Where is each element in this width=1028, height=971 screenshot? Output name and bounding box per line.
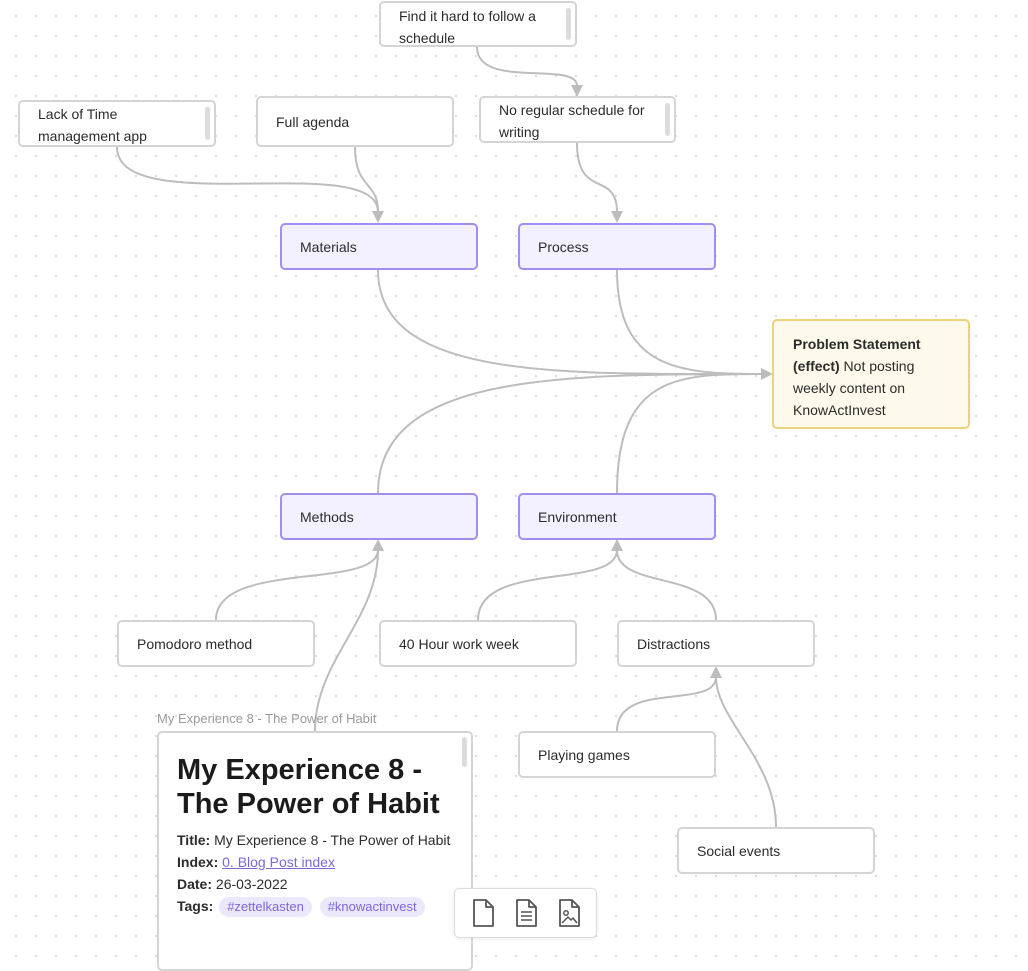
- node-methods[interactable]: Methods: [280, 493, 478, 540]
- node-label: Find it hard to follow a schedule: [399, 8, 536, 46]
- node-label: No regular schedule for writing: [499, 102, 645, 140]
- edge-materials-to-problem: [377, 269, 763, 376]
- canvas-toolbar: [454, 888, 597, 938]
- index-key: Index:: [177, 854, 219, 870]
- node-scrollbar[interactable]: [665, 103, 670, 136]
- node-no-regular-schedule[interactable]: No regular schedule for writing: [479, 96, 676, 143]
- problem-statement-body: Not posting weekly content on KnowActInv…: [793, 358, 915, 418]
- edge-agenda-to-materials: [354, 146, 379, 213]
- edge-distractions-to-environment: [616, 549, 717, 621]
- edge-process-to-problem: [616, 269, 763, 375]
- node-distractions[interactable]: Distractions: [617, 620, 815, 667]
- node-social-events[interactable]: Social events: [677, 827, 875, 874]
- edge-workweek-to-environment: [477, 549, 618, 621]
- add-media-button[interactable]: [553, 897, 585, 929]
- add-card-button[interactable]: [467, 897, 499, 929]
- edge-pomodoro-to-methods: [215, 549, 379, 621]
- date-key: Date:: [177, 876, 213, 892]
- node-problem-statement[interactable]: Problem Statement (effect) Not posting w…: [772, 319, 970, 429]
- node-label: Lack of Time management app: [38, 106, 147, 144]
- blank-file-icon: [472, 899, 494, 927]
- title-key: Title:: [177, 832, 211, 848]
- arrowhead: [761, 368, 773, 380]
- problem-statement-label: Problem Statement (effect): [793, 336, 921, 374]
- node-label: Materials: [300, 238, 357, 255]
- node-pomodoro-method[interactable]: Pomodoro method: [117, 620, 315, 667]
- tags-key: Tags:: [177, 898, 214, 914]
- node-label: Methods: [300, 508, 354, 525]
- note-card[interactable]: My Experience 8 - The Power of Habit Tit…: [157, 731, 473, 971]
- edge-environment-to-problem: [616, 373, 763, 494]
- edge-methods-to-problem: [377, 373, 763, 494]
- node-label: Environment: [538, 508, 617, 525]
- node-process[interactable]: Process: [518, 223, 716, 270]
- text-file-icon: [515, 899, 537, 927]
- card-tags-row: Tags: #zettelkasten #knowactinvest: [177, 895, 453, 917]
- node-label: Distractions: [637, 635, 711, 652]
- node-label: Playing games: [538, 746, 630, 763]
- edge-find-to-schedule: [476, 46, 578, 87]
- card-index-row: Index: 0. Blog Post index: [177, 851, 453, 873]
- arrowhead: [372, 211, 384, 223]
- arrowhead: [710, 666, 722, 678]
- card-title-row: Title: My Experience 8 - The Power of Ha…: [177, 829, 453, 851]
- arrowhead: [571, 85, 583, 97]
- card-file-label[interactable]: My Experience 8 - The Power of Habit: [157, 711, 377, 726]
- arrowhead: [372, 539, 384, 551]
- edge-layer: [116, 46, 777, 828]
- node-label: Process: [538, 238, 589, 255]
- node-label: Social events: [697, 842, 781, 859]
- index-link[interactable]: 0. Blog Post index: [222, 854, 335, 870]
- card-date-row: Date: 26-03-2022: [177, 873, 453, 895]
- node-full-agenda[interactable]: Full agenda: [256, 96, 454, 147]
- date-value: 26-03-2022: [212, 876, 288, 892]
- problem-statement-text: Problem Statement (effect) Not posting w…: [793, 333, 950, 421]
- arrowhead: [611, 539, 623, 551]
- node-environment[interactable]: Environment: [518, 493, 716, 540]
- node-materials[interactable]: Materials: [280, 223, 478, 270]
- node-40-hour-work-week[interactable]: 40 Hour work week: [379, 620, 577, 667]
- edge-lack-to-materials: [116, 146, 379, 213]
- edge-games-to-distractions: [616, 676, 717, 732]
- arrowhead: [611, 211, 623, 223]
- edge-social-to-distractions: [715, 676, 777, 828]
- node-scrollbar[interactable]: [205, 107, 210, 140]
- tag-knowactinvest[interactable]: #knowactinvest: [319, 897, 425, 917]
- title-value: My Experience 8 - The Power of Habit: [210, 832, 451, 848]
- edge-schedule-to-process: [576, 142, 618, 213]
- node-find-hard-schedule[interactable]: Find it hard to follow a schedule: [379, 1, 577, 47]
- image-file-icon: [558, 899, 580, 927]
- card-scrollbar[interactable]: [462, 737, 467, 767]
- card-heading: My Experience 8 - The Power of Habit: [177, 754, 440, 820]
- node-label: 40 Hour work week: [399, 635, 519, 652]
- edge-card-to-methods: [314, 549, 379, 732]
- add-note-button[interactable]: [510, 897, 542, 929]
- node-playing-games[interactable]: Playing games: [518, 731, 716, 778]
- tag-zettelkasten[interactable]: #zettelkasten: [219, 897, 312, 917]
- node-lack-of-time-app[interactable]: Lack of Time management app: [18, 100, 216, 147]
- node-scrollbar[interactable]: [566, 8, 571, 40]
- node-label: Full agenda: [276, 113, 350, 130]
- node-label: Pomodoro method: [137, 635, 253, 652]
